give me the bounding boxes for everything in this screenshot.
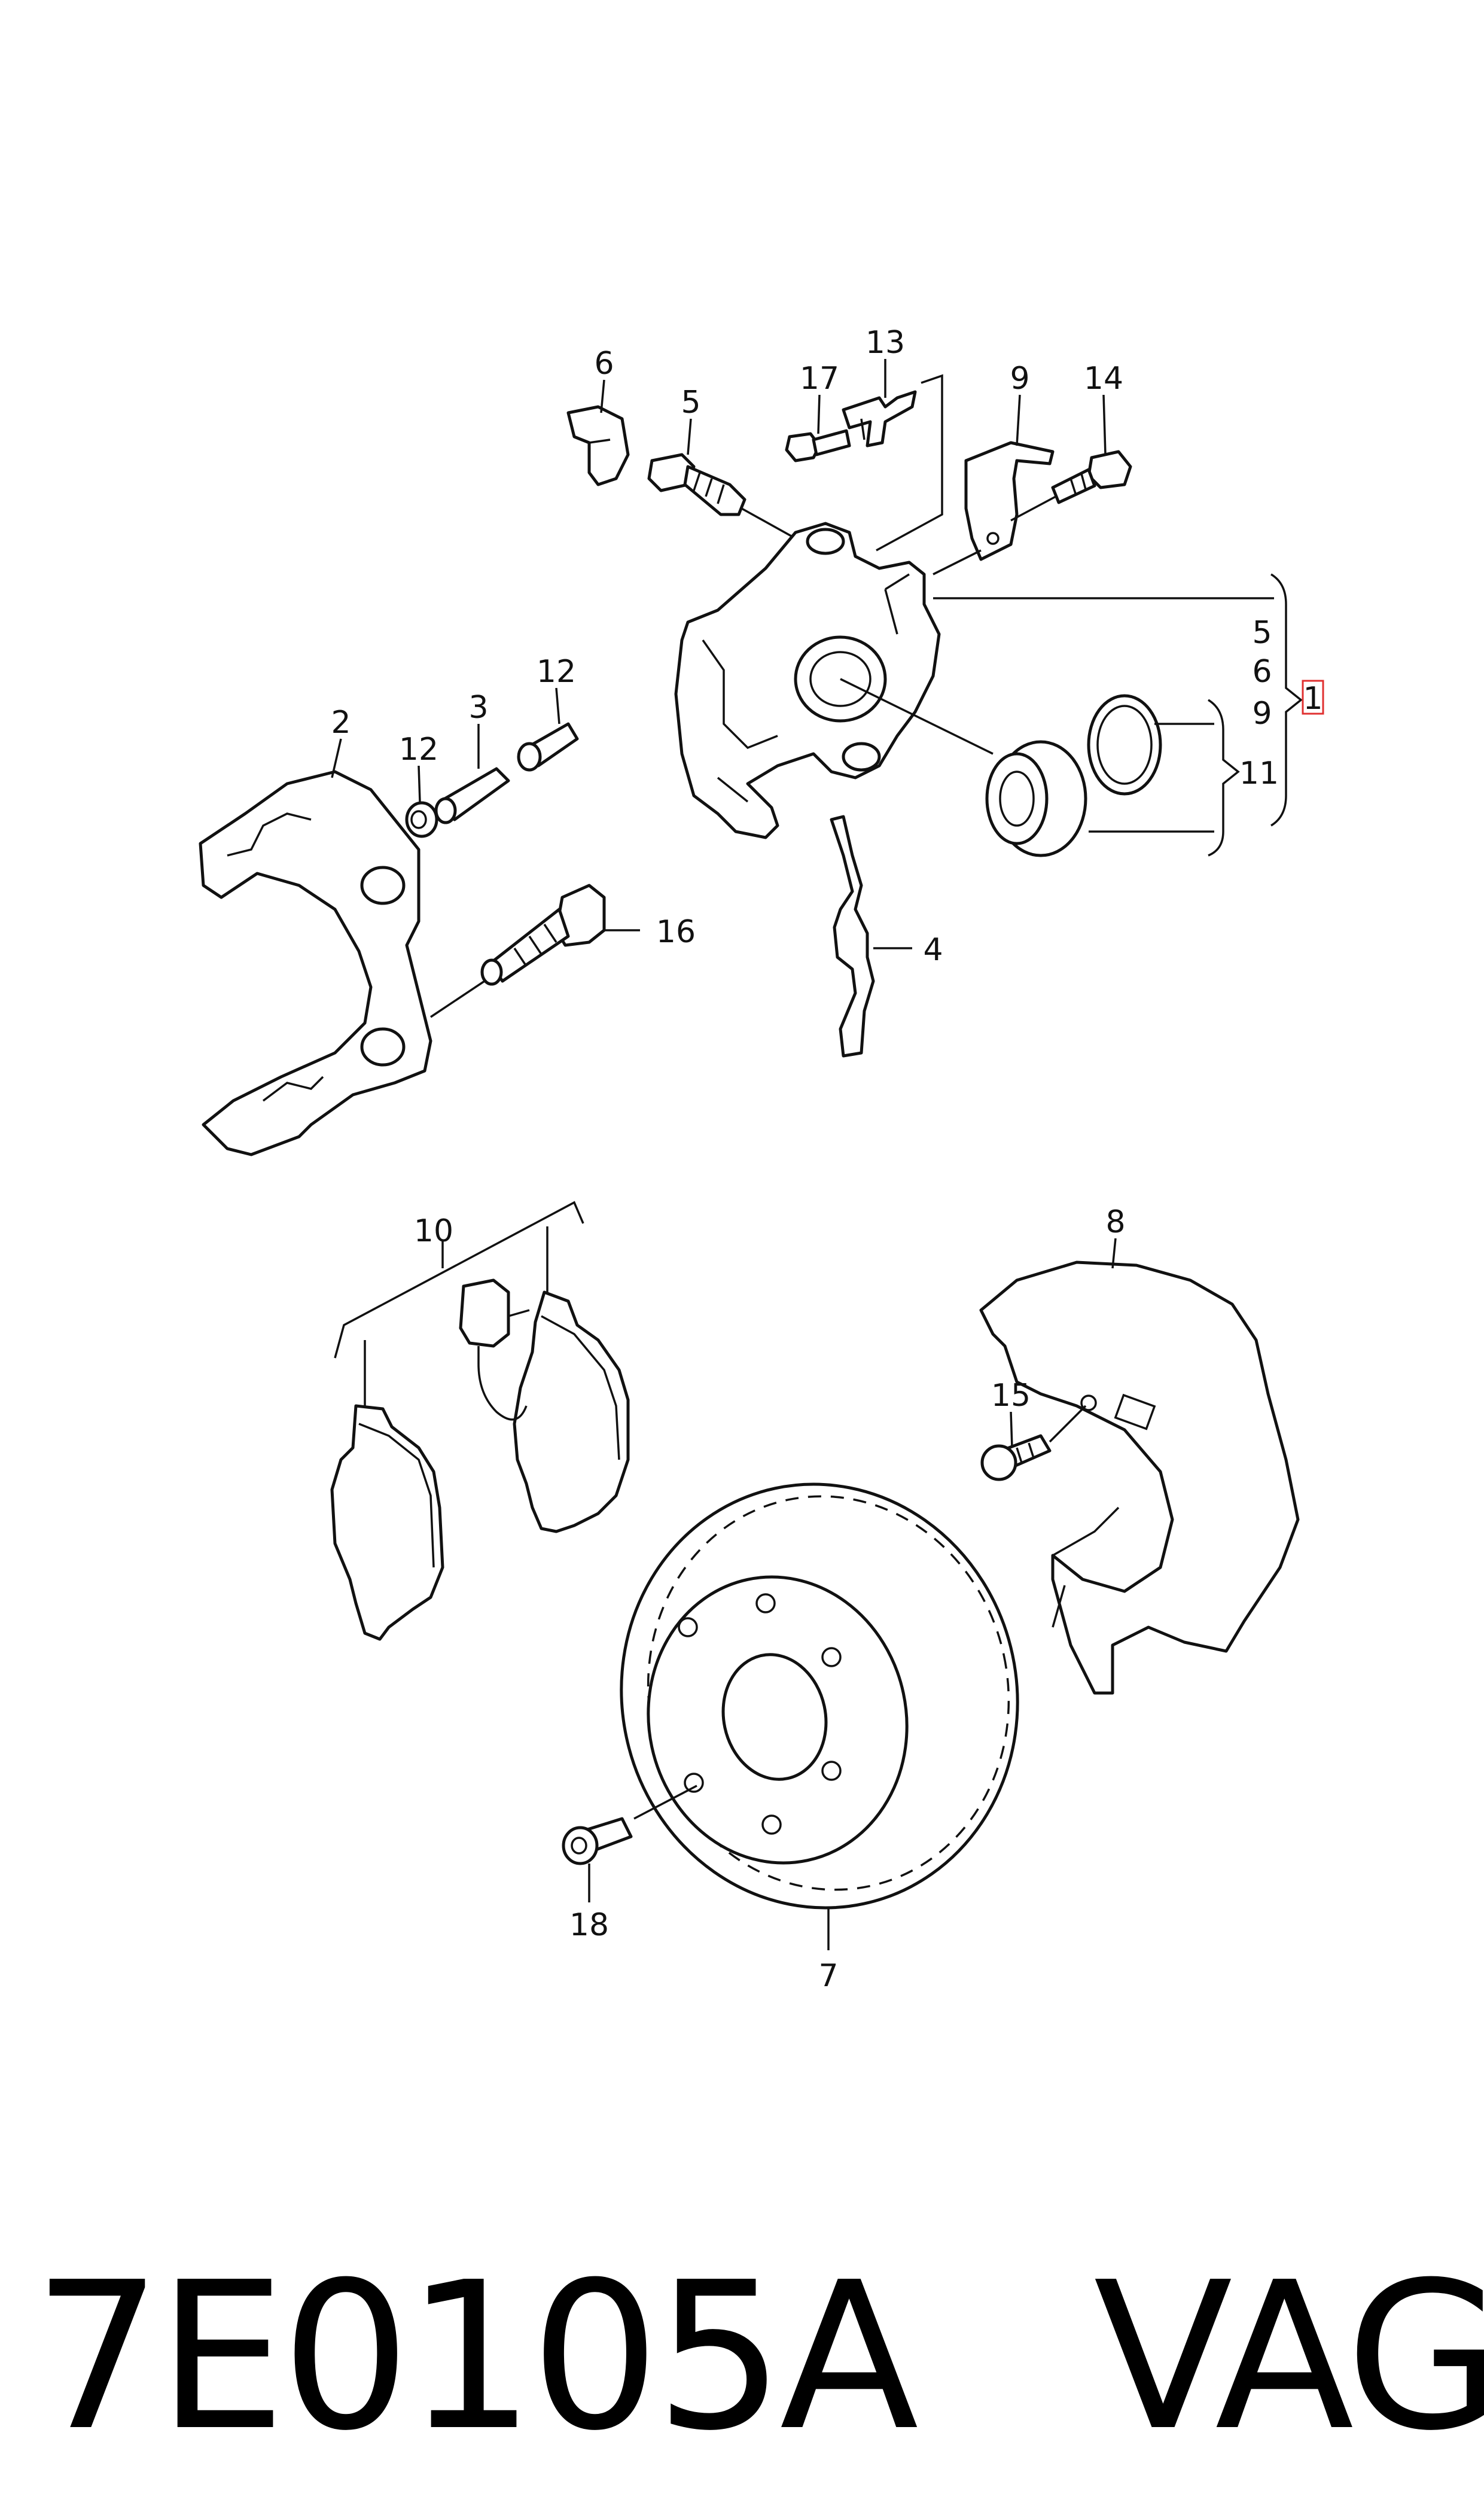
callout-16: 16 <box>656 914 696 950</box>
leader-14 <box>1102 394 1107 455</box>
leader-15b <box>1049 1405 1087 1443</box>
part-number-caption: 7E0105A VAG <box>33 2239 1484 2476</box>
bracket-1 <box>1270 573 1303 827</box>
part-9-bracket <box>964 441 1055 561</box>
part-8-splash-shield <box>979 1260 1300 1695</box>
callout-7: 7 <box>818 1958 838 1994</box>
part-11-piston <box>985 740 1087 857</box>
leader-5b <box>741 507 796 540</box>
exploded-brake-diagram: 6 5 17 13 9 14 5 6 9 1 11 2 12 3 12 16 4… <box>199 325 1324 1994</box>
part-2-carrier <box>199 770 432 1156</box>
part-12-bushing <box>405 801 438 838</box>
leader-5 <box>687 418 692 455</box>
callout-12-b: 12 <box>537 654 576 690</box>
part-17-bolt <box>785 429 851 462</box>
leader-12b <box>555 687 560 724</box>
leader-12a <box>418 765 421 802</box>
callout-14: 14 <box>1084 361 1123 397</box>
caliper-housing <box>674 522 941 839</box>
leader-18 <box>633 1785 697 1820</box>
leader-15 <box>1010 1411 1013 1448</box>
leader-17 <box>817 394 821 434</box>
callout-12-a: 12 <box>399 732 438 768</box>
part-5-bleed-screw <box>647 453 746 516</box>
leader-caliper-piston <box>840 678 994 755</box>
leader-13b <box>876 374 943 552</box>
bracket-10 <box>334 1201 584 1359</box>
callout-18: 18 <box>569 1907 609 1943</box>
callout-17: 17 <box>800 361 839 397</box>
callout-13: 13 <box>866 325 905 361</box>
part-11-seal <box>1087 694 1162 796</box>
callout-1: 1 <box>1303 681 1323 717</box>
callout-10: 10 <box>414 1213 453 1249</box>
part-10-wear-sensor <box>459 1278 530 1421</box>
part-14-bolt <box>1051 450 1132 504</box>
callout-3: 3 <box>468 690 488 726</box>
part-6-sensor-clip <box>566 405 630 486</box>
part-3-guide-pin <box>434 767 510 824</box>
part-15-shield-bolt <box>980 1434 1052 1481</box>
callout-6-list: 6 <box>1252 654 1272 690</box>
callout-9: 9 <box>1010 361 1029 397</box>
highlight-box-1 <box>1302 680 1324 715</box>
callout-5: 5 <box>681 385 700 421</box>
callout-4: 4 <box>923 932 943 968</box>
leader-6 <box>600 379 605 413</box>
leader-9 <box>1016 394 1021 446</box>
part-7-brake-disc <box>620 1482 1019 1910</box>
leader-14b <box>1010 495 1056 522</box>
leader-8 <box>1111 1238 1117 1269</box>
bracket-11 <box>1208 699 1240 857</box>
callout-5-list: 5 <box>1252 615 1272 651</box>
leader-2 <box>331 738 342 778</box>
part-10-pad-left <box>330 1404 444 1641</box>
leader-9b <box>933 549 982 576</box>
leader-16b <box>430 980 485 1018</box>
callout-8: 8 <box>1105 1204 1125 1240</box>
part-18-disc-screw <box>562 1817 633 1865</box>
part-12-dust-cap <box>517 722 579 772</box>
part-13-clip <box>842 390 917 447</box>
callout-6: 6 <box>594 346 614 382</box>
callout-15: 15 <box>991 1378 1031 1414</box>
part-4-spring <box>830 815 875 1058</box>
part-16-carrier-bolt <box>480 884 606 986</box>
callout-9-list: 9 <box>1252 696 1272 732</box>
part-10-pad-right <box>513 1290 630 1533</box>
callout-11: 11 <box>1239 756 1279 791</box>
callout-2: 2 <box>331 705 351 741</box>
